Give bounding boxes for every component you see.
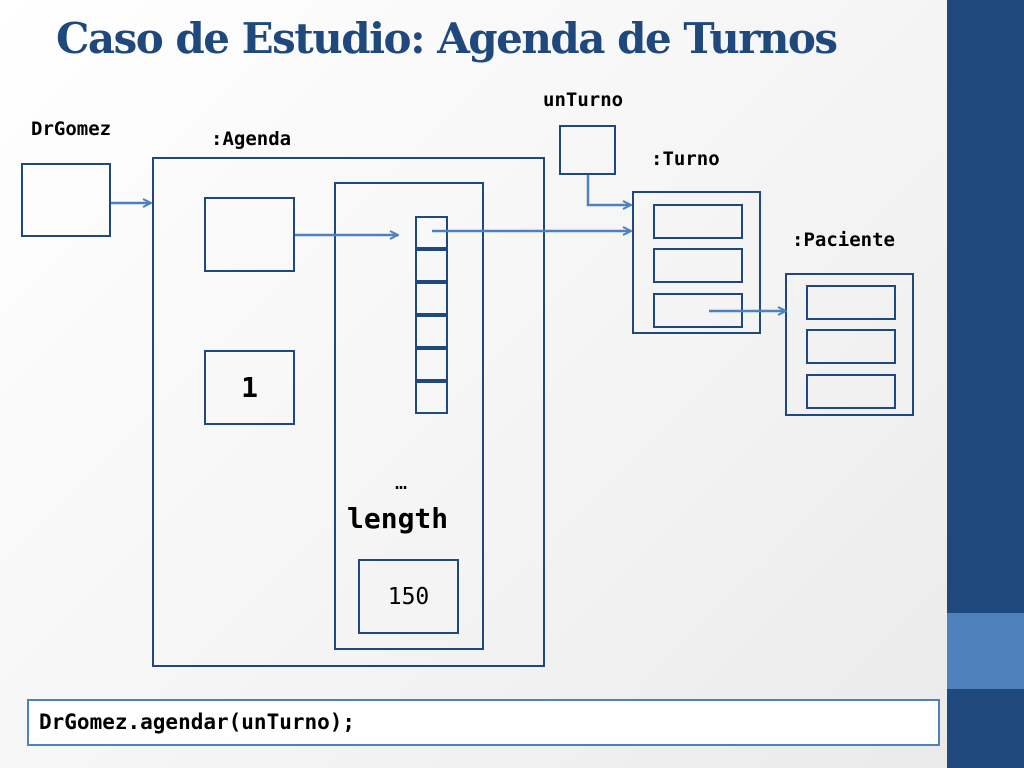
array-length-label: length <box>347 502 449 535</box>
array-cell <box>415 348 448 381</box>
turno-object-box <box>632 191 761 334</box>
array-ellipsis: … <box>395 470 408 494</box>
agenda-turnos-reference-field <box>204 197 295 272</box>
object-diagram: DrGomez :Agenda unTurno :Turno :Paciente… <box>21 89 947 768</box>
reference-arrows <box>111 175 947 768</box>
agenda-label: :Agenda <box>211 128 292 150</box>
drgomez-variable-box <box>21 163 111 237</box>
unturno-variable-box <box>559 125 616 175</box>
paciente-object-box <box>785 273 914 416</box>
turno-field <box>653 248 743 283</box>
array-cell <box>415 315 448 348</box>
array-cell <box>415 282 448 315</box>
turno-label: :Turno <box>651 148 720 170</box>
agenda-count-field: 1 <box>204 350 295 425</box>
decorative-side-accent <box>947 613 1024 689</box>
array-length-value: 150 <box>358 559 459 634</box>
code-statement: DrGomez.agendar(unTurno); <box>27 699 940 746</box>
paciente-field <box>806 285 896 320</box>
paciente-label: :Paciente <box>792 229 895 251</box>
turno-field <box>653 204 743 239</box>
paciente-field <box>806 374 896 409</box>
array-cell <box>415 216 448 249</box>
turnos-array-box <box>334 182 484 650</box>
paciente-field <box>806 329 896 364</box>
unturno-label: unTurno <box>543 89 624 111</box>
array-cell <box>415 249 448 282</box>
slide-title: Caso de Estudio: Agenda de Turnos <box>56 14 838 63</box>
array-cell <box>415 381 448 414</box>
agenda-object-box <box>152 157 545 667</box>
unturno-to-turno-arrow <box>586 175 631 205</box>
drgomez-label: DrGomez <box>31 118 112 140</box>
